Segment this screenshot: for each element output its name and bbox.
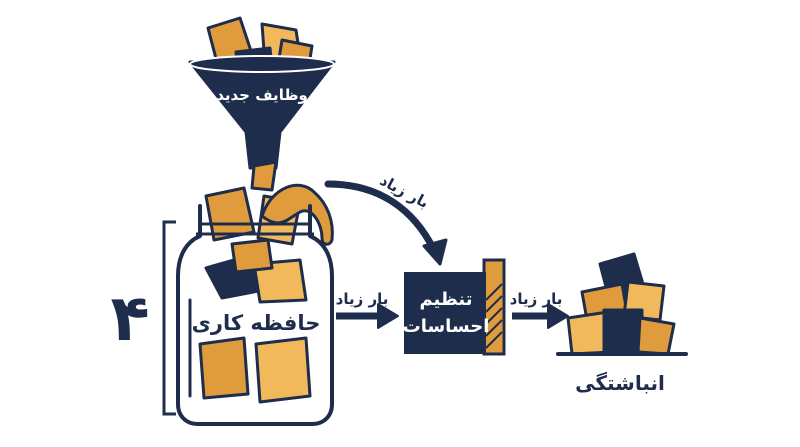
funnel-group: وظایف جدید	[188, 16, 336, 192]
pile-group: انباشتگی	[556, 252, 688, 395]
jar-outline	[176, 204, 334, 426]
box-gauge-hatch	[485, 283, 503, 349]
jar-group: حافظه کاری	[176, 183, 334, 426]
funnel-label: وظایف جدید	[216, 86, 308, 104]
box-line1: تنظیم	[419, 289, 472, 310]
curved-arrow: بار زیاد	[324, 171, 448, 266]
arrow-jar-to-box: بار زیاد	[336, 290, 399, 329]
pile-label: انباشتگی	[575, 371, 665, 395]
box-body	[404, 272, 486, 354]
arrow-box-to-pile-label: بار زیاد	[510, 290, 563, 308]
capacity-number: ۴	[110, 282, 149, 356]
falling-paper	[250, 160, 278, 192]
funnel-rim	[189, 55, 335, 73]
arrow-box-to-pile: بار زیاد	[510, 290, 569, 329]
arrow-jar-to-box-label: بار زیاد	[336, 290, 389, 308]
emotion-box: تنظیم احساسات	[403, 258, 506, 356]
jar-contents	[198, 183, 334, 404]
jar-label: حافظه کاری	[192, 311, 321, 335]
capacity-bracket	[162, 220, 176, 416]
funnel-body	[188, 60, 336, 170]
box-line2: احساسات	[403, 316, 490, 337]
